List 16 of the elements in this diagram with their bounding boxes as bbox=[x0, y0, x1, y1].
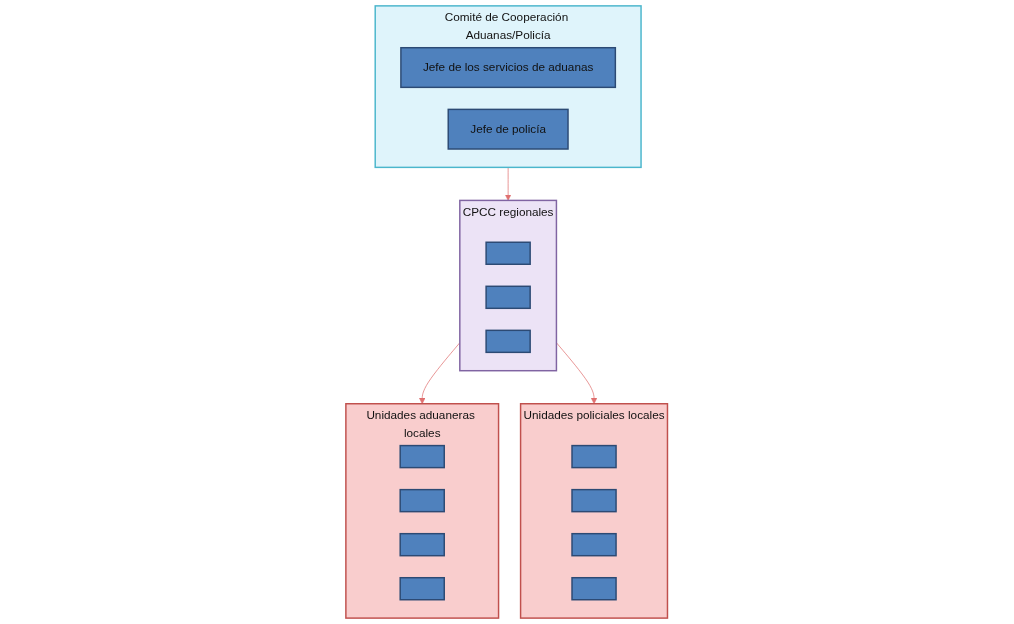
node-box: Jefe de policía bbox=[447, 108, 570, 150]
node-box bbox=[399, 444, 446, 469]
node-box bbox=[399, 488, 446, 513]
cluster: CPCC regionales bbox=[459, 199, 558, 372]
cluster: Unidades policiales locales bbox=[520, 403, 669, 619]
node-box bbox=[485, 241, 532, 265]
node-box bbox=[485, 285, 532, 310]
node-box bbox=[571, 532, 618, 557]
node-box bbox=[485, 329, 532, 354]
cluster: Unidades aduaneras locales bbox=[345, 403, 500, 619]
node-box: Jefe de los servicios de aduanas bbox=[400, 47, 617, 89]
node-box bbox=[399, 577, 446, 601]
node-box bbox=[571, 577, 618, 601]
node-box bbox=[571, 444, 618, 469]
node-box bbox=[399, 532, 446, 557]
node-box bbox=[571, 488, 618, 513]
